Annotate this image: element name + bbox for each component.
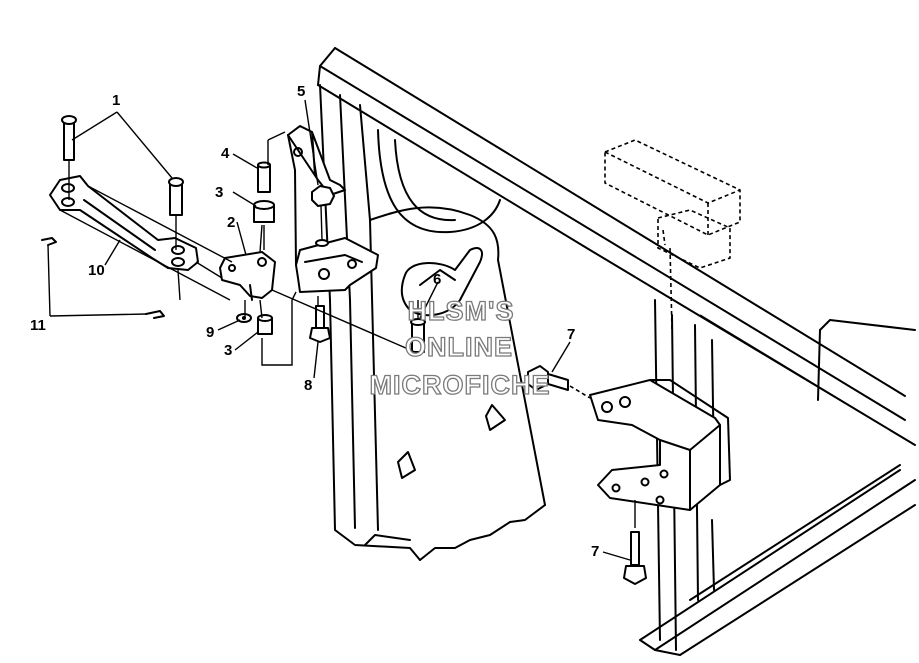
link-arm-10 [49,175,199,271]
callout-6: 6 [433,271,442,288]
callout-3: 3 [215,184,224,201]
lower-rail [639,464,916,656]
frame-rail [317,47,916,446]
dashed-component [604,139,741,331]
callout-4: 4 [221,145,230,162]
bracket-plate-2 [219,251,276,301]
callout-1: 1 [112,92,121,109]
watermark-line-2: ONLINE [404,332,513,362]
watermark-line-3: MICROFICHE [369,370,551,400]
bushing-stack [236,161,275,335]
callout-9: 9 [206,324,215,341]
pin-6 [410,300,426,353]
bolt-7-vertical [623,500,647,585]
callout-8: 8 [304,377,313,394]
clips-11 [41,237,165,319]
callout-11: 11 [30,317,46,334]
callout-3: 3 [224,342,233,359]
watermark-line-1: HLSM'S [407,296,515,326]
pivot-bracket-5 [287,125,379,293]
callout-2: 2 [227,214,236,231]
callout-7: 7 [567,326,576,343]
callout-5: 5 [297,83,306,100]
bolt-8 [309,296,331,343]
callout-7: 7 [591,543,600,560]
leader-lines [47,99,631,561]
callout-10: 10 [88,262,105,279]
mount-bracket [589,379,731,511]
pins-1 [61,115,184,216]
bolt-7-horizontal [527,365,591,399]
